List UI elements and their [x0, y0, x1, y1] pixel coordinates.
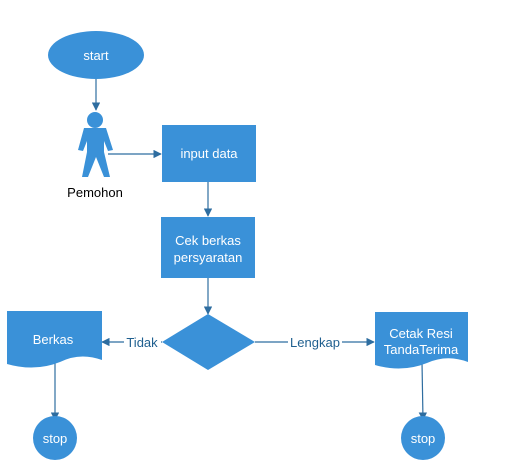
input-data-node: input data: [162, 125, 256, 182]
berkas-node: Berkas: [7, 311, 102, 368]
edge-label-tidak: Tidak: [126, 335, 158, 350]
cetak-resi-label-line1: Cetak Resi: [389, 326, 453, 341]
person-icon: [78, 112, 113, 177]
cek-berkas-label-line1: Cek berkas: [175, 233, 241, 248]
stop-right-node: stop: [401, 416, 445, 460]
edge-label-lengkap: Lengkap: [290, 335, 340, 350]
edge-cetak-to-stop: [418, 361, 428, 421]
cek-berkas-node: Cek berkas persyaratan: [161, 217, 255, 278]
berkas-label: Berkas: [33, 332, 74, 347]
edge-label-bg-tidak: [124, 333, 161, 350]
input-data-label: input data: [180, 146, 238, 161]
start-node: start: [48, 31, 144, 79]
edge-label-bg-lengkap: [288, 333, 342, 350]
actor-label: Pemohon: [67, 185, 123, 200]
cek-berkas-label-line2: persyaratan: [174, 250, 243, 265]
stop-left-label: stop: [43, 431, 68, 446]
cetak-resi-node: Cetak Resi TandaTerima: [375, 312, 468, 369]
decision-node: [162, 314, 255, 370]
start-node-label: start: [83, 48, 109, 63]
stop-right-label: stop: [411, 431, 436, 446]
cetak-resi-label-line2: TandaTerima: [384, 342, 459, 357]
stop-left-node: stop: [33, 416, 77, 460]
